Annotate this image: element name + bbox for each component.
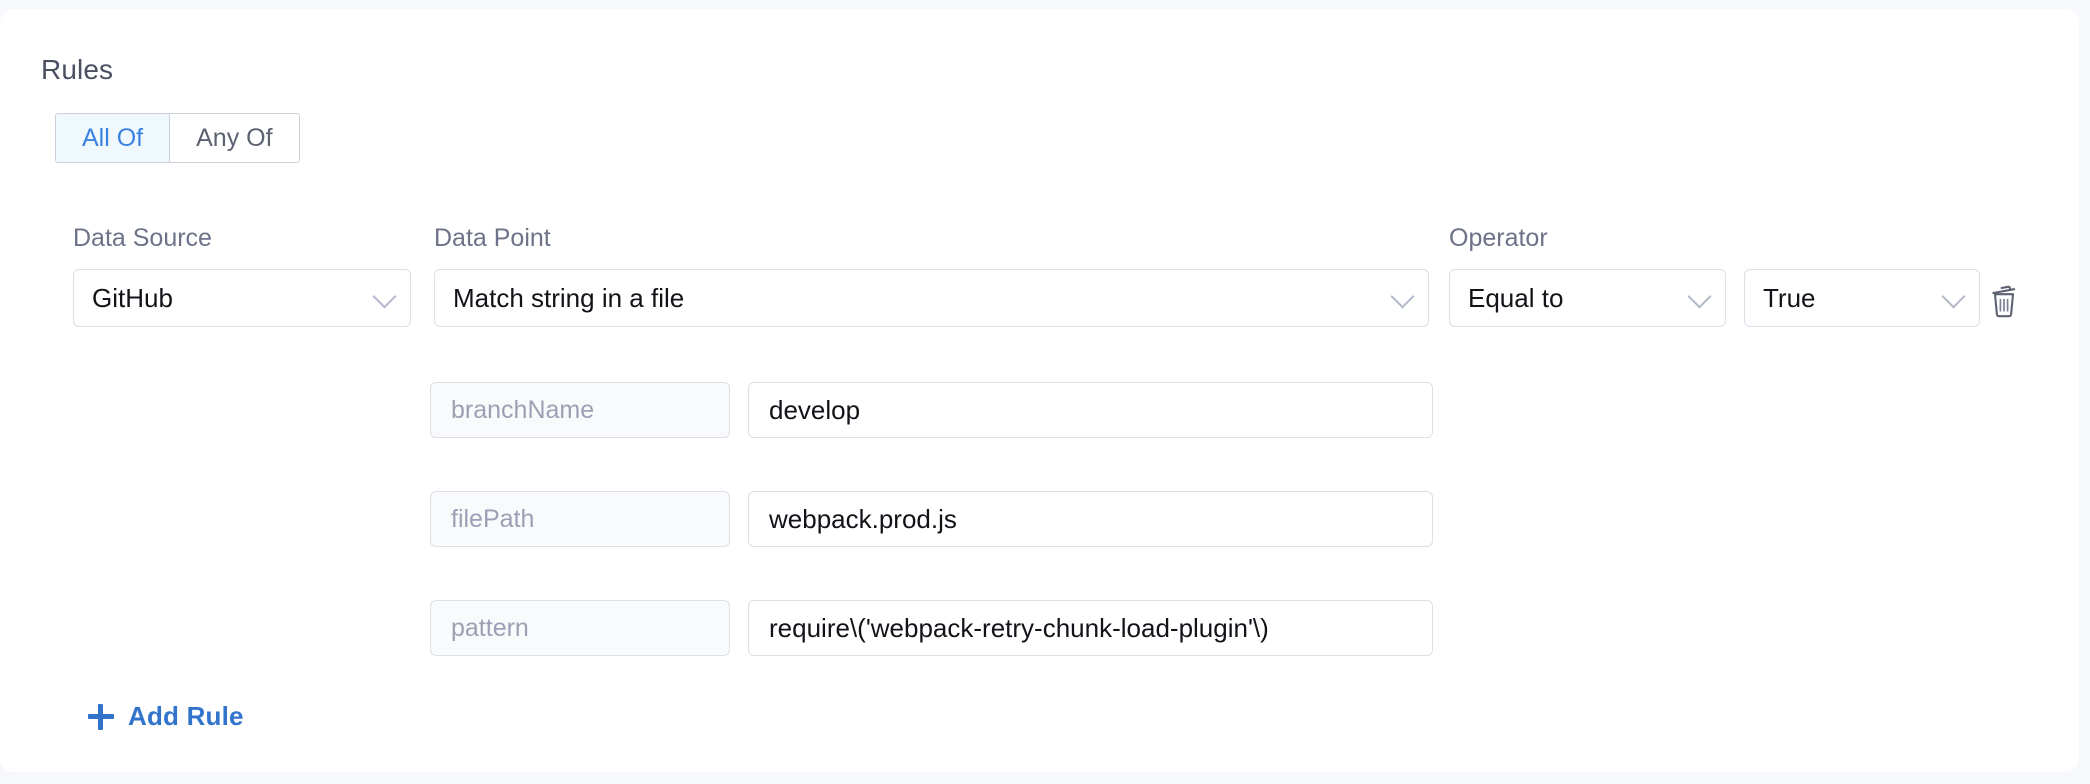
- page-title: Rules: [41, 54, 114, 85]
- data-point-select[interactable]: Match string in a file: [434, 269, 1429, 327]
- data-source-select[interactable]: GitHub: [73, 269, 411, 327]
- param-key: filePath: [430, 491, 730, 547]
- operator-value-text: True: [1763, 282, 1816, 313]
- column-label-data-point: Data Point: [434, 224, 551, 252]
- param-value-input[interactable]: require\('webpack-retry-chunk-load-plugi…: [748, 600, 1433, 656]
- chevron-down-icon: [372, 284, 397, 309]
- operator-value-select[interactable]: True: [1744, 269, 1980, 327]
- add-rule-button[interactable]: Add Rule: [88, 701, 244, 732]
- data-source-value: GitHub: [92, 282, 173, 313]
- operator-select[interactable]: Equal to: [1449, 269, 1726, 327]
- chevron-down-icon: [1390, 284, 1415, 309]
- param-value-input[interactable]: develop: [748, 382, 1433, 438]
- data-point-value: Match string in a file: [453, 282, 685, 313]
- param-key: pattern: [430, 600, 730, 656]
- trash-icon: [1992, 285, 2016, 318]
- operator-value: Equal to: [1468, 282, 1564, 313]
- toggle-option-any-of[interactable]: Any Of: [169, 114, 299, 162]
- plus-icon: [88, 703, 114, 730]
- column-label-data-source: Data Source: [73, 224, 212, 252]
- rules-card: Rules All Of Any Of Data Source Data Poi…: [0, 9, 2079, 772]
- toggle-option-all-of[interactable]: All Of: [56, 114, 170, 162]
- chevron-down-icon: [1941, 284, 1966, 309]
- match-mode-toggle[interactable]: All Of Any Of: [55, 113, 300, 163]
- param-key: branchName: [430, 382, 730, 438]
- param-value-input[interactable]: webpack.prod.js: [748, 491, 1433, 547]
- delete-rule-button[interactable]: [1980, 277, 2028, 323]
- add-rule-label: Add Rule: [128, 701, 244, 731]
- column-label-operator: Operator: [1449, 224, 1548, 252]
- chevron-down-icon: [1687, 284, 1712, 309]
